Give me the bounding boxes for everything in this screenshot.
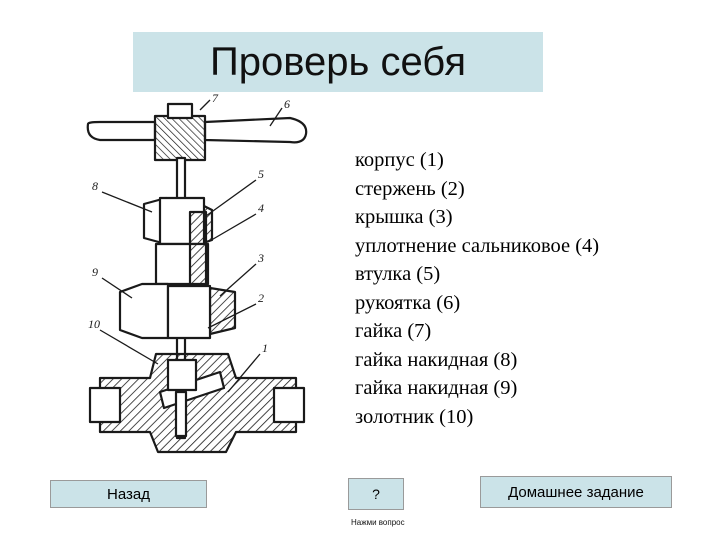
callout-label: 8 — [92, 179, 98, 193]
list-item: крышка (3) — [355, 206, 453, 228]
list-item: втулка (5) — [355, 263, 441, 285]
list-item: золотник (10) — [355, 405, 474, 428]
handle-hub — [153, 114, 207, 162]
title-banner: Проверь себя — [133, 32, 543, 92]
homework-button[interactable]: Домашнее задание — [480, 476, 672, 508]
callout-label: 9 — [92, 265, 98, 279]
question-hint: Нажми вопрос — [351, 518, 405, 527]
callout-label: 10 — [88, 317, 100, 331]
lower-nut — [118, 282, 170, 340]
list-item: гайка накидная (8) — [355, 348, 518, 371]
list-item: уплотнение сальниковое (4) — [355, 234, 600, 257]
callout-label: 6 — [284, 97, 290, 111]
question-button[interactable]: ? — [348, 478, 404, 510]
page-title: Проверь себя — [210, 39, 466, 84]
callout-label: 4 — [258, 201, 264, 215]
callout-label: 1 — [262, 341, 268, 355]
back-button[interactable]: Назад — [50, 480, 207, 508]
list-item: гайка накидная (9) — [355, 377, 518, 399]
parts-list: корпус (1) стержень (2) крышка (3) уплот… — [355, 146, 599, 431]
callout-label: 2 — [258, 291, 264, 305]
top-nut — [166, 102, 194, 120]
callout-label: 3 — [257, 251, 264, 265]
list-item: стержень (2) — [355, 177, 465, 200]
handle-bar — [86, 120, 157, 142]
list-item: рукоятка (6) — [355, 291, 461, 314]
callout-label: 5 — [258, 167, 264, 181]
list-item: гайка (7) — [355, 320, 432, 342]
valve-body — [98, 352, 298, 454]
list-item: корпус (1) — [355, 149, 444, 171]
valve-drawing: 7 6 8 5 4 9 3 2 10 1 — [86, 92, 308, 454]
callout-label: 7 — [212, 92, 219, 105]
valve-plug — [166, 358, 198, 392]
